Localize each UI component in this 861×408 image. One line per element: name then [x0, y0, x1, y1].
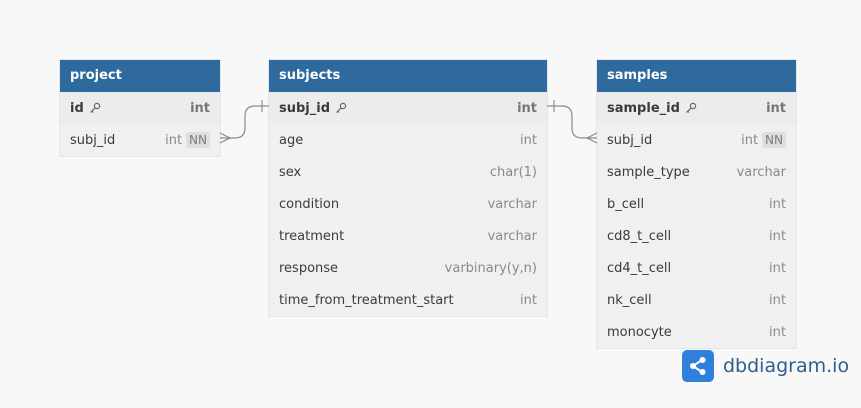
table-samples[interactable]: samples sample_id int subj_id int NN sam…: [597, 60, 796, 348]
key-icon: [89, 102, 100, 113]
field-type: int: [165, 132, 183, 148]
field-row[interactable]: nk_cell int: [597, 284, 796, 316]
field-name: subj_id: [279, 100, 331, 116]
field-type: int: [741, 132, 759, 148]
dbdiagram-brand[interactable]: dbdiagram.io: [682, 349, 849, 382]
field-name: monocyte: [607, 324, 672, 340]
field-name: subj_id: [607, 132, 653, 148]
field-name: nk_cell: [607, 292, 652, 308]
relationship-subjects-samples[interactable]: [547, 100, 598, 144]
field-row[interactable]: subj_id int: [269, 92, 547, 124]
table-subjects[interactable]: subjects subj_id int age int sex char(1)…: [269, 60, 547, 316]
field-type: int: [769, 196, 786, 212]
field-type: int: [769, 260, 786, 276]
field-type: int: [517, 100, 537, 116]
field-row[interactable]: response varbinary(y,n): [269, 252, 547, 284]
field-type: int: [766, 100, 786, 116]
share-node-icon: [682, 349, 714, 382]
field-type: char(1): [489, 164, 537, 180]
field-name: treatment: [279, 228, 345, 244]
field-row[interactable]: condition varchar: [269, 188, 547, 220]
field-row[interactable]: treatment varchar: [269, 220, 547, 252]
field-row[interactable]: sample_id int: [597, 92, 796, 124]
field-name: subj_id: [70, 132, 116, 148]
table-header-samples[interactable]: samples: [597, 60, 796, 92]
field-row[interactable]: sex char(1): [269, 156, 547, 188]
field-row[interactable]: cd8_t_cell int: [597, 220, 796, 252]
field-name: condition: [279, 196, 340, 212]
field-name: sample_id: [607, 100, 680, 116]
key-icon: [685, 102, 697, 113]
field-row[interactable]: time_from_treatment_start int: [269, 284, 547, 316]
field-row[interactable]: age int: [269, 124, 547, 156]
field-name: cd8_t_cell: [607, 228, 672, 244]
field-name: b_cell: [607, 196, 645, 212]
field-row[interactable]: monocyte int: [597, 316, 796, 348]
field-row[interactable]: subj_id int NN: [597, 124, 796, 156]
field-name: time_from_treatment_start: [279, 292, 454, 308]
field-type: int: [769, 228, 786, 244]
field-row[interactable]: cd4_t_cell int: [597, 252, 796, 284]
field-type: varchar: [487, 196, 537, 212]
field-name: cd4_t_cell: [607, 260, 672, 276]
table-header-project[interactable]: project: [60, 60, 220, 92]
field-type: int: [520, 292, 537, 308]
field-type: varchar: [736, 164, 786, 180]
not-null-badge: NN: [762, 132, 786, 148]
field-row[interactable]: sample_type varchar: [597, 156, 796, 188]
key-icon: [336, 102, 347, 113]
field-type: int: [190, 100, 210, 116]
table-project[interactable]: project id int subj_id int NN: [60, 60, 220, 156]
field-row[interactable]: subj_id int NN: [60, 124, 220, 156]
field-name: sample_type: [607, 164, 690, 180]
table-header-subjects[interactable]: subjects: [269, 60, 547, 92]
field-name: age: [279, 132, 304, 148]
relationship-project-subjects[interactable]: [219, 100, 269, 144]
brand-text: dbdiagram.io: [723, 354, 850, 377]
field-type: varbinary(y,n): [444, 260, 537, 276]
field-type: int: [769, 292, 786, 308]
not-null-badge: NN: [186, 132, 210, 148]
field-type: int: [520, 132, 537, 148]
field-type: varchar: [487, 228, 537, 244]
field-name: response: [279, 260, 339, 276]
field-name: id: [70, 100, 84, 116]
field-name: sex: [279, 164, 302, 180]
field-row[interactable]: id int: [60, 92, 220, 124]
field-type: int: [769, 324, 786, 340]
field-row[interactable]: b_cell int: [597, 188, 796, 220]
